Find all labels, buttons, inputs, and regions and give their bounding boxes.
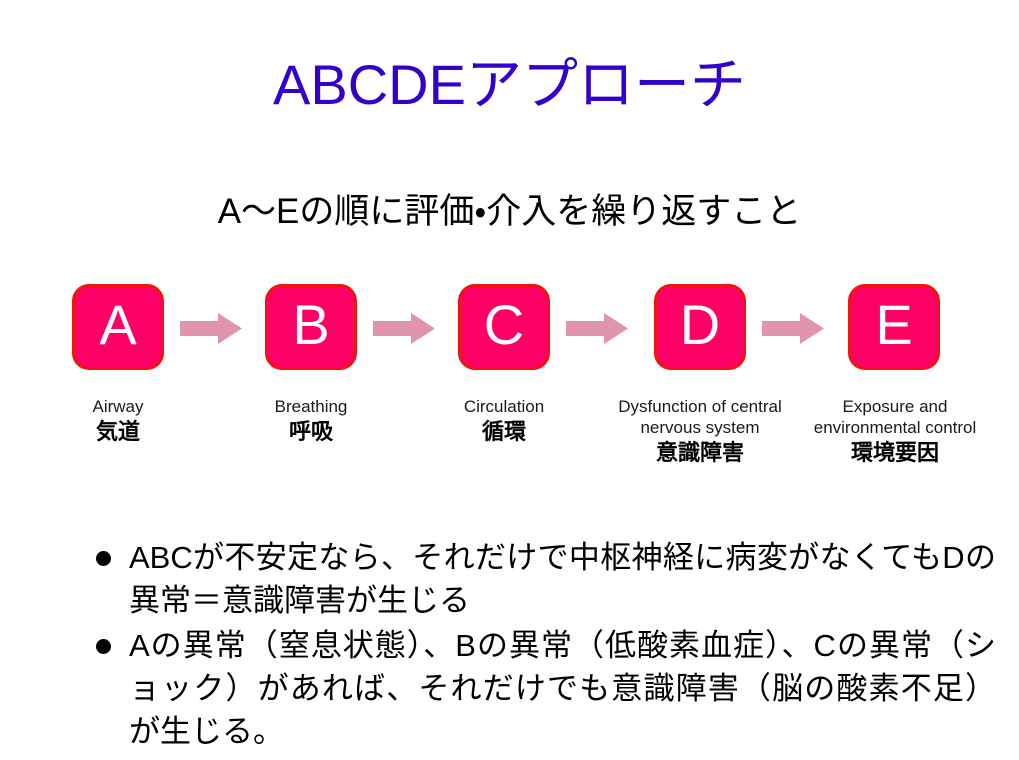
flow-box-d: D [654, 284, 746, 370]
flow-box-a: A [72, 284, 164, 370]
caption-e-english: Exposure and environmental control [813, 397, 977, 437]
caption-a-japanese: 気道 [95, 419, 140, 444]
abcde-caption-row: Airway 気道 Breathing 呼吸 Circulation 循環 Dy… [62, 396, 976, 506]
flow-arrow-b-to-c [373, 313, 435, 344]
caption-b-japanese: 呼吸 [288, 419, 333, 444]
flow-box-a-letter: A [99, 293, 137, 356]
abcde-flow-diagram: A B C D [62, 284, 957, 374]
caption-c-english: Circulation [463, 397, 545, 416]
flow-box-e-letter: E [875, 293, 913, 356]
caption-d-english: Dysfunction of central nervous system [618, 397, 782, 437]
bullet-item-2: Aの異常（窒息状態）、Bの異常（低酸素血症）、Cの異常（ショック）があれば、それ… [96, 624, 996, 753]
caption-a: Airway 気道 [18, 396, 218, 445]
caption-a-english: Airway [92, 397, 144, 416]
bullet-item-2-text: Aの異常（窒息状態）、Bの異常（低酸素血症）、Cの異常（ショック）があれば、それ… [129, 628, 996, 749]
caption-c: Circulation 循環 [404, 396, 604, 445]
flow-box-e: E [848, 284, 940, 370]
caption-e-japanese: 環境要因 [850, 440, 939, 465]
flow-arrow-a-to-b [180, 313, 242, 344]
flow-box-d-letter: D [679, 293, 721, 356]
bullet-item-1: ABCが不安定なら、それだけで中枢神経に病変がなくてもDの異常＝意識障害が生じる [96, 536, 996, 622]
caption-b: Breathing 呼吸 [211, 396, 411, 445]
flow-box-b: B [265, 284, 357, 370]
caption-b-english: Breathing [274, 397, 348, 416]
caption-e: Exposure and environmental control 環境要因 [802, 396, 988, 466]
flow-arrow-c-to-d [566, 313, 628, 344]
flow-box-b-letter: B [292, 293, 330, 356]
caption-d: Dysfunction of central nervous system 意識… [607, 396, 793, 466]
bullet-list: ABCが不安定なら、それだけで中枢神経に病変がなくてもDの異常＝意識障害が生じる… [96, 536, 996, 755]
flow-box-c: C [458, 284, 550, 370]
caption-d-japanese: 意識障害 [655, 440, 744, 465]
flow-arrow-d-to-e [762, 313, 824, 344]
slide-subtitle: A〜Eの順に評価・介入を繰り返すこと [217, 192, 802, 231]
bullet-item-1-text: ABCが不安定なら、それだけで中枢神経に病変がなくてもDの異常＝意識障害が生じる [129, 540, 996, 618]
caption-c-japanese: 循環 [481, 419, 526, 444]
flow-box-c-letter: C [483, 293, 525, 356]
bullet-dot-icon [96, 551, 111, 566]
bullet-dot-icon [96, 639, 111, 654]
page-title: ABCDEアプローチ [273, 53, 746, 116]
